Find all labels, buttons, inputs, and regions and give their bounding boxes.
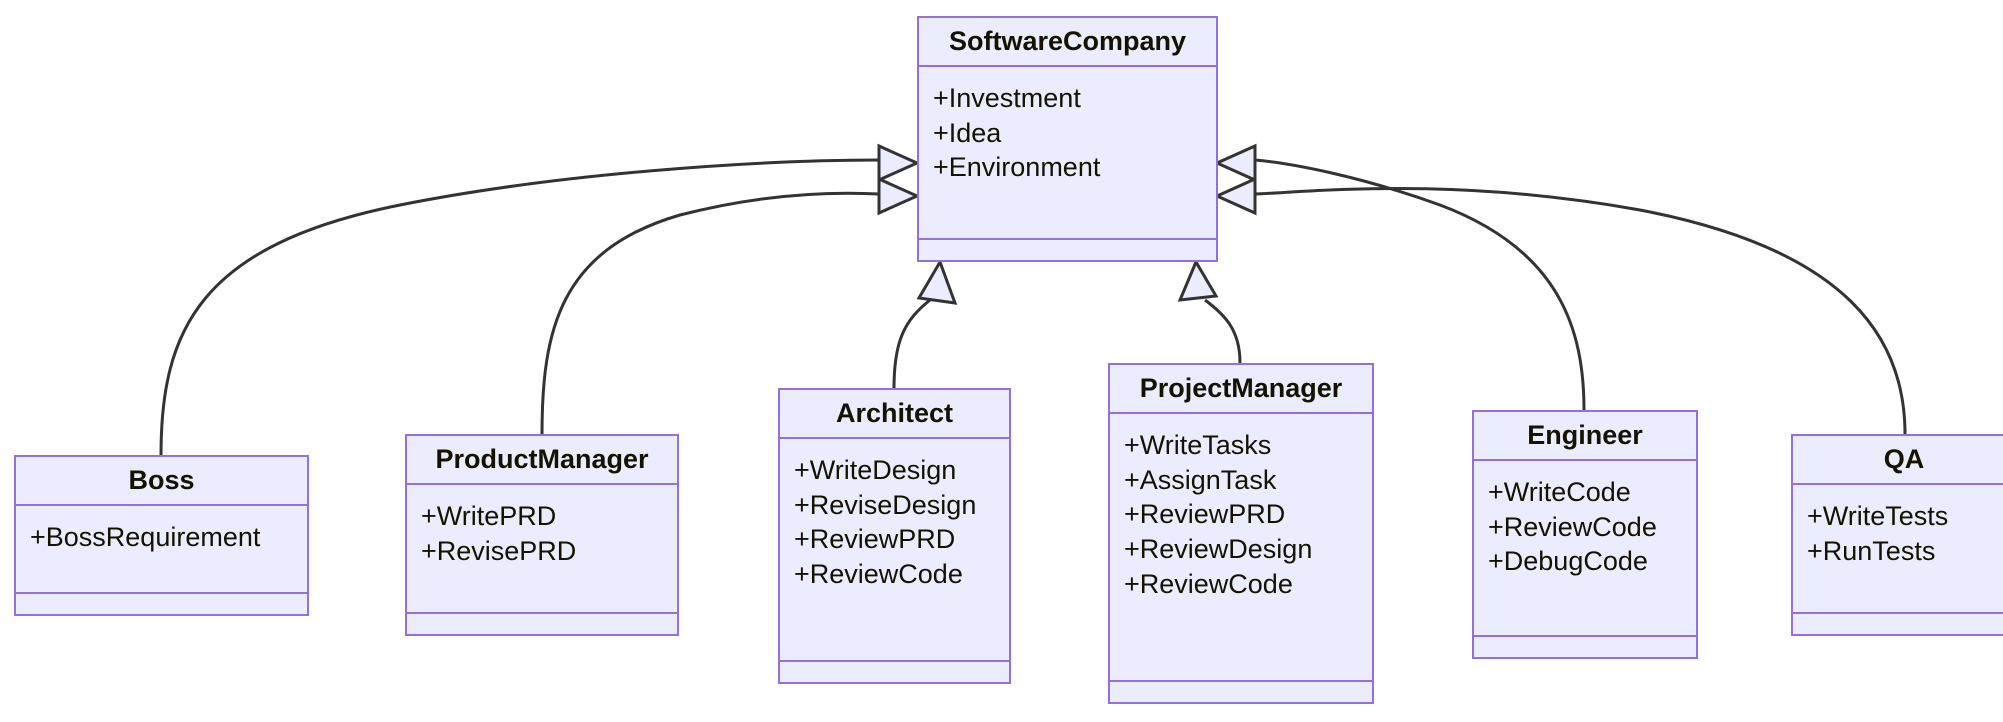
class-methods-qa — [1793, 614, 2003, 634]
class-attribute: +RevisePRD — [421, 535, 577, 566]
class-attributes-productmanager: +WritePRD +RevisePRD — [407, 485, 677, 614]
class-attributes-qa: +WriteTests +RunTests — [1793, 485, 2003, 614]
inheritance-arrowhead — [877, 143, 921, 183]
class-attribute: +ReviewCode — [794, 558, 963, 589]
inheritance-arrowhead — [1213, 143, 1257, 183]
class-title-projectmanager: ProjectManager — [1110, 365, 1372, 415]
class-attribute: +Idea — [933, 117, 1002, 148]
class-attribute: +ReviewDesign — [1124, 533, 1313, 564]
inheritance-arrowhead — [916, 258, 958, 305]
class-attribute: +ReviewPRD — [794, 524, 956, 555]
class-methods-productmanager — [407, 614, 677, 634]
class-title-productmanager: ProductManager — [407, 436, 677, 486]
class-attribute: +AssignTask — [1124, 464, 1277, 495]
class-attributes-projectmanager: +WriteTasks +AssignTask +ReviewPRD +Revi… — [1110, 414, 1372, 682]
class-methods-architect — [780, 662, 1009, 682]
class-methods-projectmanager — [1110, 682, 1372, 702]
class-attribute: +WriteDesign — [794, 455, 957, 486]
class-node-softwarecompany[interactable]: SoftwareCompany +Investment +Idea +Envir… — [917, 16, 1218, 262]
inheritance-arrowhead — [1213, 176, 1257, 216]
class-title-boss: Boss — [16, 457, 307, 507]
class-attribute: +DebugCode — [1488, 546, 1648, 577]
class-title-qa: QA — [1793, 436, 2003, 486]
class-attribute: +WriteCode — [1488, 477, 1631, 508]
class-attribute: +Investment — [933, 83, 1081, 114]
class-attribute: +WriteTasks — [1124, 430, 1272, 461]
class-methods-softwarecompany — [919, 240, 1216, 260]
class-methods-engineer — [1474, 637, 1696, 657]
edge-architect-to-softwarecompany — [892, 258, 958, 389]
inheritance-arrowhead — [877, 176, 921, 216]
inheritance-arrowhead — [1177, 258, 1219, 302]
class-methods-boss — [16, 594, 307, 614]
class-attributes-architect: +WriteDesign +ReviseDesign +ReviewPRD +R… — [780, 439, 1009, 662]
class-node-projectmanager[interactable]: ProjectManager +WriteTasks +AssignTask +… — [1108, 363, 1374, 704]
class-attribute: +RunTests — [1807, 535, 1936, 566]
class-attribute: +ReviseDesign — [794, 489, 977, 520]
edge-projectmanager-to-softwarecompany — [1177, 258, 1242, 364]
class-node-engineer[interactable]: Engineer +WriteCode +ReviewCode +DebugCo… — [1472, 410, 1698, 659]
class-attribute: +ReviewPRD — [1124, 499, 1286, 530]
class-attribute: +ReviewCode — [1488, 511, 1657, 542]
class-attribute: +Environment — [933, 152, 1101, 183]
class-node-qa[interactable]: QA +WriteTests +RunTests — [1791, 434, 2003, 636]
class-title-architect: Architect — [780, 390, 1009, 440]
class-attributes-engineer: +WriteCode +ReviewCode +DebugCode — [1474, 461, 1696, 637]
class-attribute: +BossRequirement — [30, 522, 261, 553]
class-title-softwarecompany: SoftwareCompany — [919, 18, 1216, 68]
class-attributes-softwarecompany: +Investment +Idea +Environment — [919, 67, 1216, 240]
class-attribute: +ReviewCode — [1124, 568, 1293, 599]
class-node-architect[interactable]: Architect +WriteDesign +ReviseDesign +Re… — [778, 388, 1011, 684]
class-node-boss[interactable]: Boss +BossRequirement — [14, 455, 309, 616]
class-attributes-boss: +BossRequirement — [16, 506, 307, 594]
class-attribute: +WriteTests — [1807, 501, 1949, 532]
class-node-productmanager[interactable]: ProductManager +WritePRD +RevisePRD — [405, 434, 679, 636]
class-attribute: +WritePRD — [421, 501, 557, 532]
class-title-engineer: Engineer — [1474, 412, 1696, 462]
